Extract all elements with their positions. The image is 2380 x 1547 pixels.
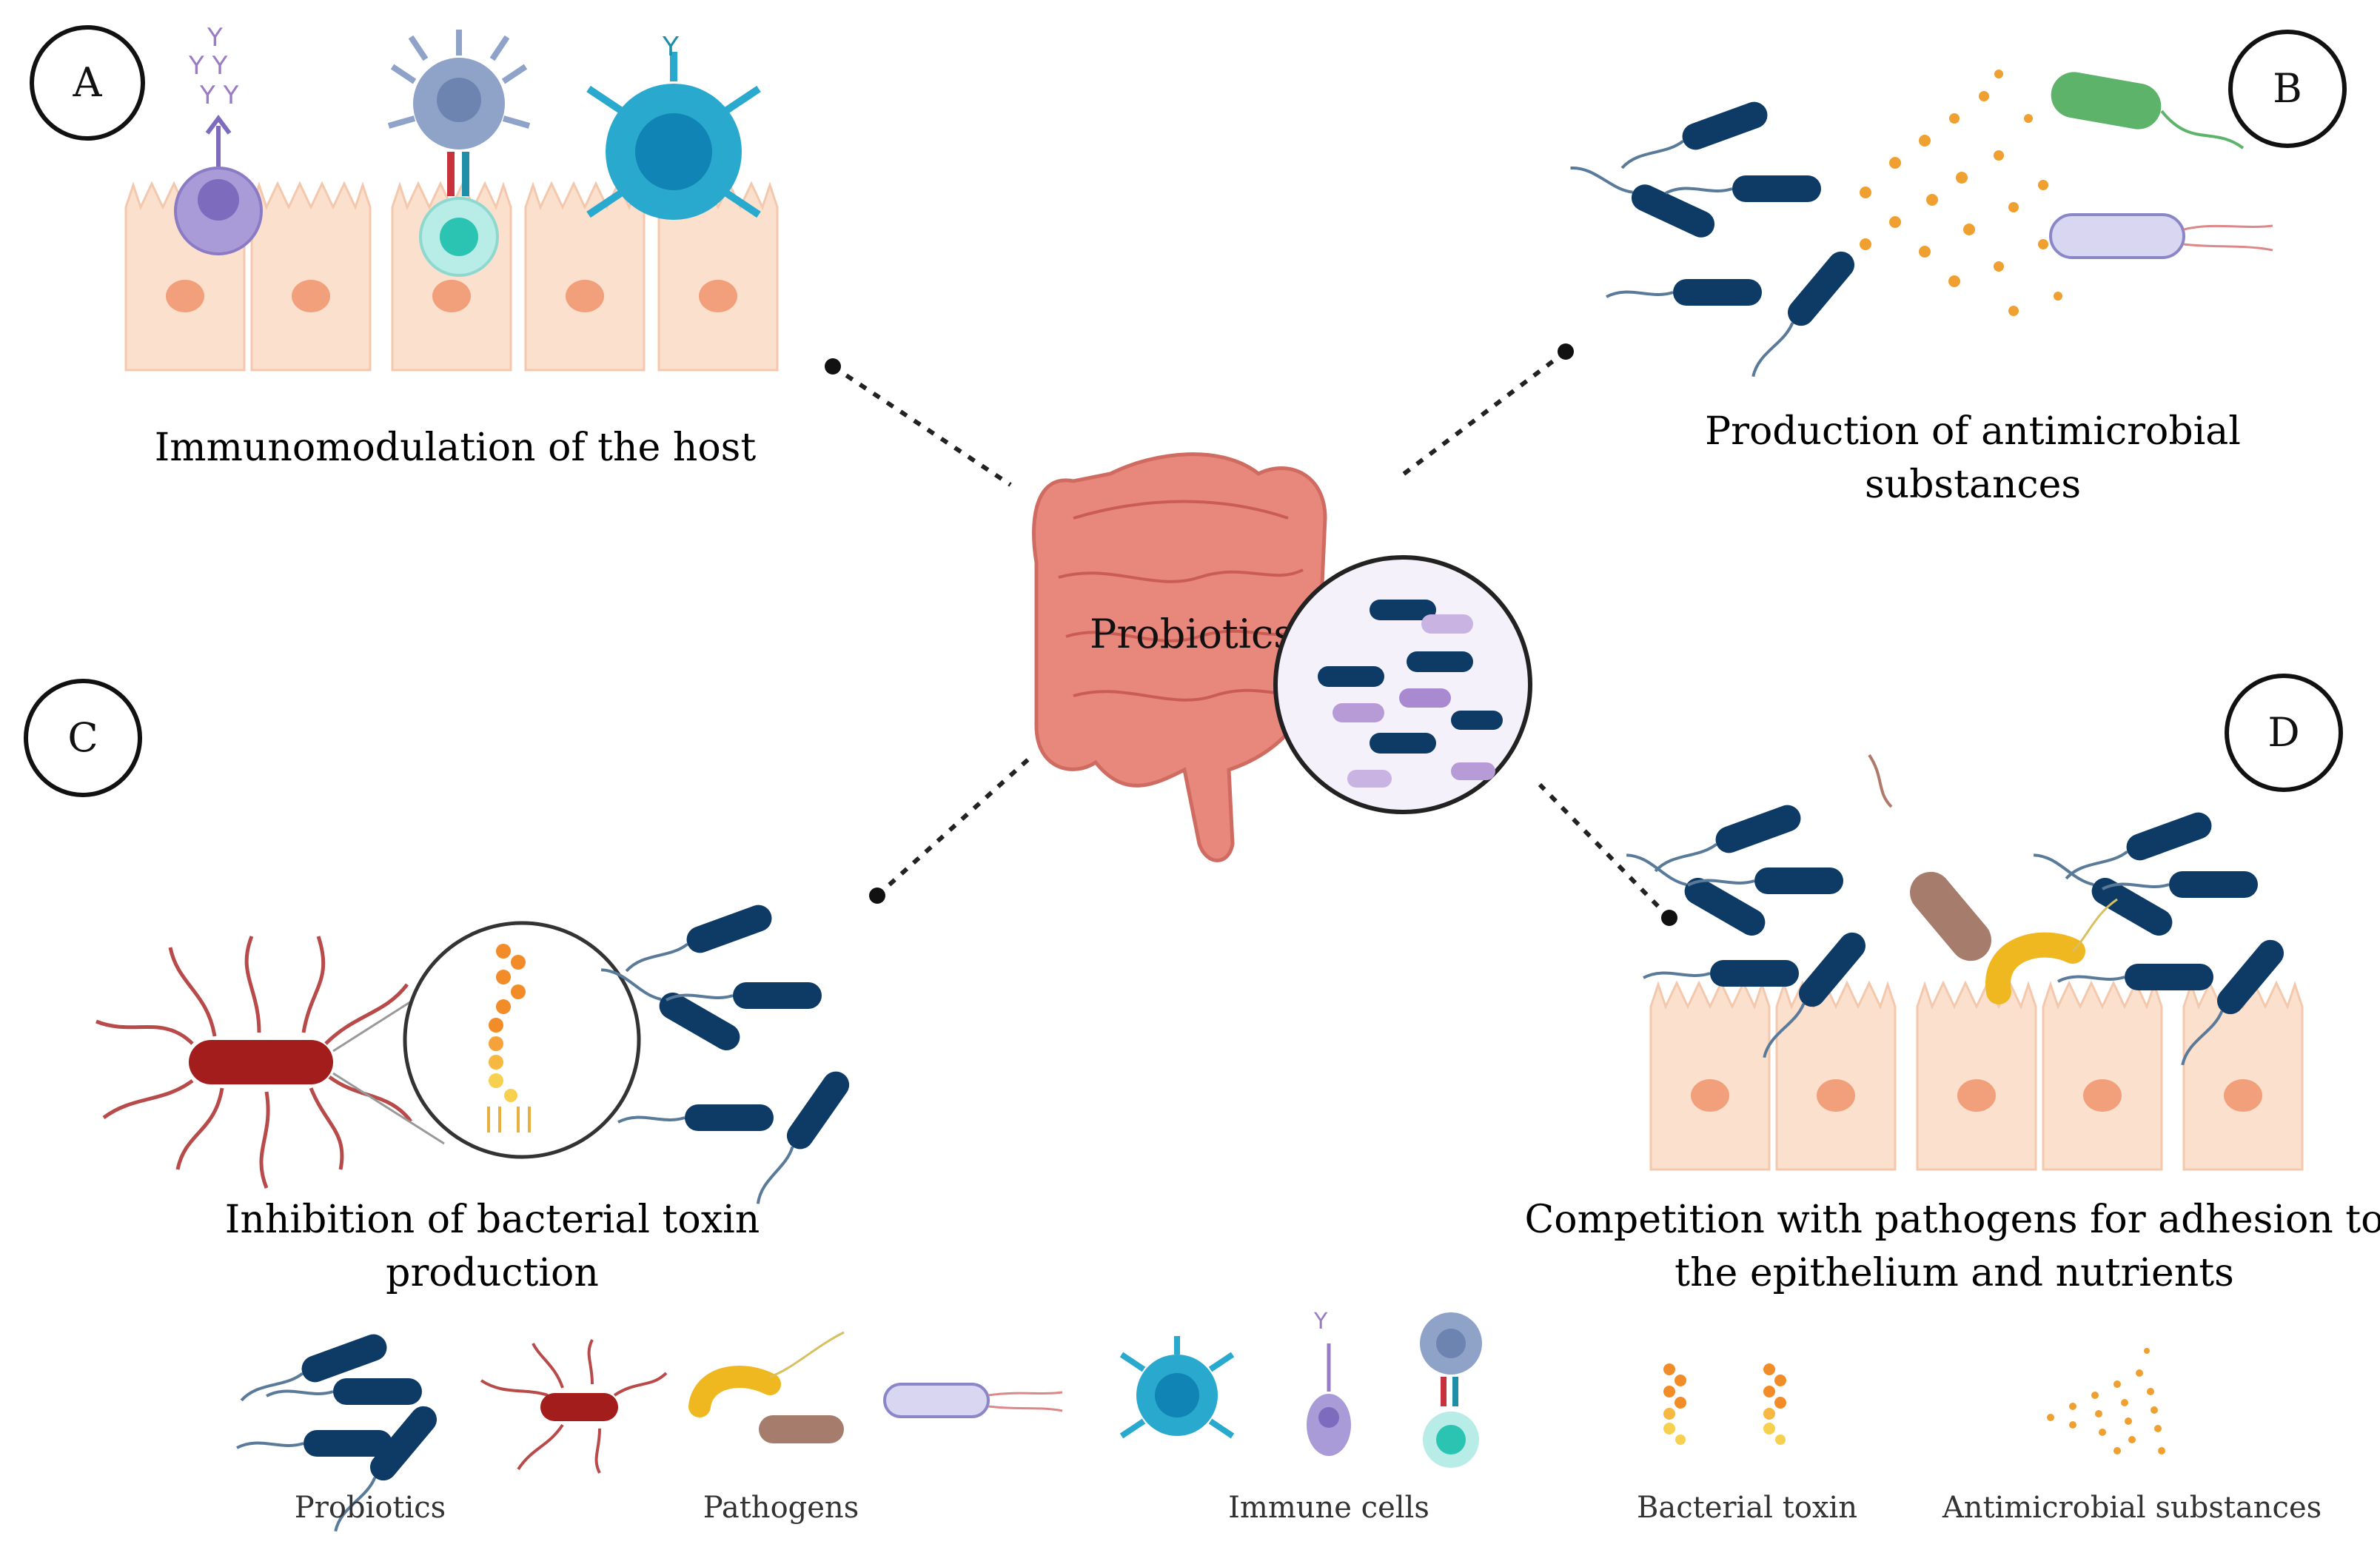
legend-toxin-label: Bacterial toxin [1637,1491,1857,1525]
legend-antimicrobial-label: Antimicrobial substances [1942,1491,2322,1525]
legend: Probiotics Pathogens Y Immune c [233,1309,2322,1539]
center-intestine: Probiotics [1032,452,1532,862]
caption-d-line2: the epithelium and nutrients [1675,1251,2234,1295]
probiotic-rods-b [1565,96,1862,384]
connector-b-dot [1558,343,1574,360]
red-pathogen-icon [95,936,412,1189]
connector-a-dot [825,358,841,375]
yellow-pathogen-icon [1985,898,2118,1004]
caption-b-line1: Production of antimicrobial [1705,409,2241,454]
connector-a [831,364,1012,487]
immune-cell-icon: Y [586,32,761,220]
badge-d-text: D [2267,709,2299,756]
center-label: Probiotics [1090,611,1294,657]
connector-d-dot [1661,910,1677,926]
panel-b: B Production of antimicrobial substances [1565,30,2347,507]
connector-b [1398,349,1567,480]
connectors [831,349,1672,920]
legend-toxin-icon [1663,1363,1786,1445]
legend-pathogens-icon [480,1331,1063,1474]
caption-d-line1: Competition with pathogens for adhesion … [1525,1198,2380,1242]
panel-c: C Inhibition of bacterial toxin pro [24,679,857,1295]
panel-a: A Y Y Y Y Y [30,23,779,470]
svg-text:Y Y: Y Y [199,81,239,110]
dendritic-cell-icon [387,30,531,277]
plasma-cell-icon: Y Y Y Y Y [174,23,263,255]
microbiota-zoom-icon [1273,555,1532,814]
svg-text:Y Y: Y Y [188,51,228,81]
caption-b-line2: substances [1865,463,2081,507]
connector-c [875,756,1031,898]
caption-c-line2: production [386,1251,599,1295]
badge-a-text: A [73,59,103,106]
pale-pathogen-icon [2049,213,2273,259]
caption-c-line1: Inhibition of bacterial toxin [225,1198,760,1242]
svg-text:Y: Y [207,23,223,53]
epithelium-d [1649,981,2304,1171]
legend-probiotics-label: Probiotics [295,1491,446,1525]
antimicrobial-dots-b [1860,70,2062,316]
badge-b-circle [2228,30,2347,148]
caption-a: Immunomodulation of the host [155,426,757,470]
legend-antimicrobial-icon [2047,1348,2165,1454]
legend-immune-cells-label: Immune cells [1228,1491,1429,1525]
panel-d: D Competition [1525,674,2380,1295]
intestine-icon [1032,452,1327,862]
toxin-zoom-icon [332,921,641,1159]
badge-c-circle [24,679,142,797]
svg-text:Y: Y [662,32,680,62]
brown-pathogen-icon [1868,754,1991,962]
connector-d [1538,782,1672,920]
badge-a-circle [30,25,145,141]
badge-b-text: B [2273,65,2302,112]
badge-d-circle [2225,674,2343,792]
legend-pathogens-label: Pathogens [703,1491,859,1525]
legend-immune-cells-icon: Y [1119,1309,1482,1468]
connector-c-dot [869,887,885,904]
svg-text:Y: Y [1313,1309,1328,1335]
green-pathogen-icon [2051,72,2245,150]
badge-c-text: C [67,714,98,761]
